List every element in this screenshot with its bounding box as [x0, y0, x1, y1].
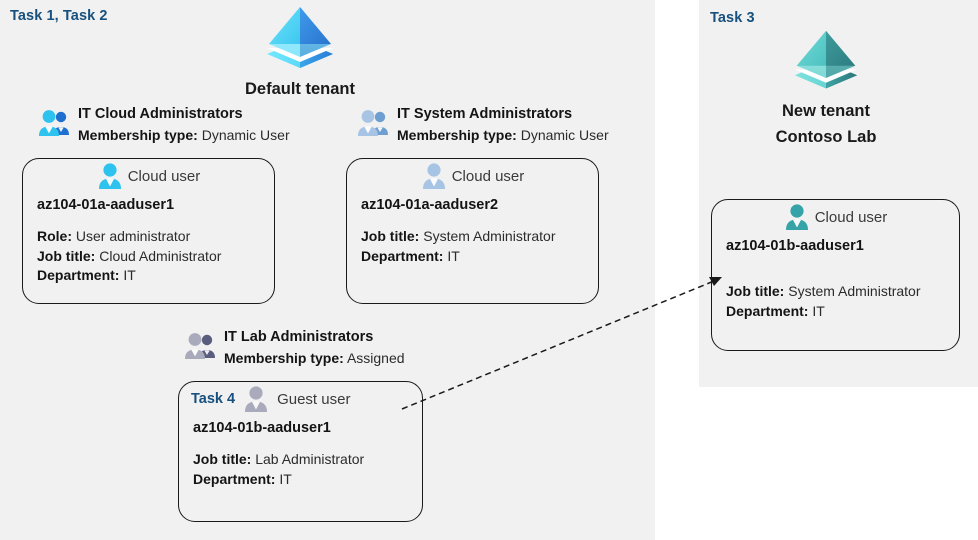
user-attributes: Job title: System Administrator Departme…	[347, 213, 598, 266]
attr-value: IT	[447, 247, 460, 264]
group-it-cloud-administrators: IT Cloud Administrators Membership type:…	[38, 104, 290, 145]
membership-value: Dynamic User	[201, 127, 290, 143]
task-label-3: Task 3	[710, 10, 755, 26]
azure-tenant-pyramid-icon	[267, 7, 333, 68]
attr-value: IT	[279, 470, 292, 487]
user-type: Guest user	[277, 390, 351, 408]
card-header: Task 4 Guest user	[179, 382, 422, 416]
new-tenant-block: New tenant Contoso Lab	[726, 28, 926, 148]
attr-department: Department: IT	[37, 266, 274, 286]
membership-value: Dynamic User	[520, 127, 609, 143]
group-name: IT System Administrators	[397, 106, 573, 122]
azure-tenant-pyramid-icon	[794, 30, 858, 89]
attr-value: System Administrator	[788, 283, 921, 299]
card-header: Cloud user	[23, 159, 274, 193]
new-tenant-name: New tenant	[781, 102, 870, 120]
attr-label: Department:	[726, 302, 809, 319]
user-principal-name: az104-01a-aaduser2	[361, 197, 499, 213]
group-users-icon	[185, 333, 215, 359]
membership-label: Membership type:	[397, 127, 517, 143]
cloud-user-icon	[98, 163, 121, 189]
cloud-user-icon	[422, 163, 445, 189]
group-users-icon	[39, 110, 69, 136]
attr-label: Role:	[37, 228, 72, 244]
card-header: Cloud user	[712, 200, 959, 234]
group-membership: Membership type: Dynamic User	[78, 126, 290, 145]
attr-value: IT	[123, 267, 136, 283]
user-type: Cloud user	[127, 167, 201, 185]
user-card-az104-01b-aaduser1-cloud: Cloud user az104-01b-aaduser1 Job title:…	[711, 199, 960, 351]
user-card-az104-01a-aaduser1: Cloud user az104-01a-aaduser1 Role: User…	[22, 158, 275, 304]
attr-job-title: Job title: Cloud Administrator	[37, 247, 274, 267]
group-text: IT Cloud Administrators Membership type:…	[78, 104, 290, 145]
default-tenant-name: Default tenant	[244, 80, 355, 98]
guest-user-icon	[245, 386, 268, 412]
group-users-icon	[358, 110, 388, 136]
attr-job-title: Job title: System Administrator	[726, 282, 959, 302]
user-attributes: Job title: Lab Administrator Department:…	[179, 436, 422, 489]
attr-job-title: Job title: Lab Administrator	[193, 450, 422, 470]
attr-label: Job title:	[361, 228, 420, 244]
attr-department: Department: IT	[361, 247, 598, 267]
user-type: Cloud user	[814, 208, 888, 226]
attr-role: Role: User administrator	[37, 227, 274, 247]
attr-department: Department: IT	[726, 302, 959, 322]
group-it-system-administrators: IT System Administrators Membership type…	[357, 104, 609, 145]
attr-value: System Administrator	[423, 228, 556, 244]
attr-label: Job title:	[37, 247, 96, 264]
attr-value: Cloud Administrator	[99, 247, 222, 264]
user-principal-name: az104-01b-aaduser1	[726, 238, 864, 254]
user-card-az104-01a-aaduser2: Cloud user az104-01a-aaduser2 Job title:…	[346, 158, 599, 304]
group-membership: Membership type: Dynamic User	[397, 126, 609, 145]
group-membership: Membership type: Assigned	[224, 349, 405, 368]
group-name: IT Lab Administrators	[224, 329, 374, 345]
membership-label: Membership type:	[224, 350, 344, 366]
cloud-user-icon	[785, 204, 808, 230]
user-attributes: Role: User administrator Job title: Clou…	[23, 213, 274, 286]
attr-value: User administrator	[75, 228, 191, 244]
default-tenant-block: Default tenant	[200, 4, 400, 100]
card-header: Cloud user	[347, 159, 598, 193]
attr-value: Lab Administrator	[255, 451, 365, 467]
membership-label: Membership type:	[78, 127, 198, 143]
attr-label: Department:	[193, 470, 276, 487]
task-label-4: Task 4	[191, 391, 236, 407]
membership-value: Assigned	[346, 350, 405, 366]
user-attributes: Job title: System Administrator Departme…	[712, 254, 959, 321]
user-type: Cloud user	[451, 167, 525, 185]
group-text: IT Lab Administrators Membership type: A…	[224, 327, 405, 368]
attr-label: Job title:	[726, 283, 785, 299]
user-principal-name: az104-01a-aaduser1	[37, 197, 175, 213]
attr-label: Department:	[37, 267, 120, 283]
new-tenant-name-line2: Contoso Lab	[775, 128, 877, 146]
group-name: IT Cloud Administrators	[78, 106, 243, 122]
group-text: IT System Administrators Membership type…	[397, 104, 609, 145]
user-card-az104-01b-aaduser1-guest: Task 4 Guest user az104-01b-aaduser1 Job…	[178, 381, 423, 522]
attr-department: Department: IT	[193, 470, 422, 490]
attr-label: Job title:	[193, 451, 252, 467]
attr-job-title: Job title: System Administrator	[361, 227, 598, 247]
attr-label: Department:	[361, 247, 444, 264]
group-it-lab-administrators: IT Lab Administrators Membership type: A…	[184, 327, 405, 368]
attr-value: IT	[812, 302, 825, 319]
user-principal-name: az104-01b-aaduser1	[193, 420, 331, 436]
task-label-1-2: Task 1, Task 2	[10, 8, 108, 24]
